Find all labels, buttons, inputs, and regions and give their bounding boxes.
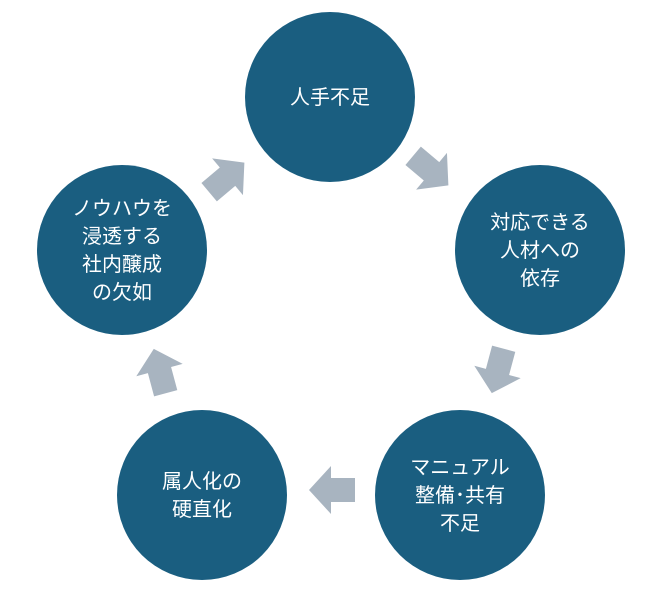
node-label-line: 浸透する — [82, 224, 162, 248]
arrow-right-up-icon — [201, 158, 245, 202]
node-label-line: 対応できる — [490, 210, 590, 234]
node-dependence-on-capable-staff: 対応できる 人材への 依存 — [455, 165, 625, 335]
arrow-down-icon — [474, 345, 521, 394]
node-staff-shortage: 人手不足 — [245, 12, 415, 182]
node-label-line: 社内醸成 — [82, 252, 162, 276]
node-label-line: 依存 — [520, 266, 560, 290]
node-label-line: マニュアル — [410, 455, 510, 479]
arrow-left-icon — [309, 466, 355, 514]
node-label-line: 人手不足 — [290, 85, 370, 109]
node-label-line: 不足 — [440, 511, 480, 535]
node-lack-of-knowhow-culture: ノウハウを 浸透する 社内醸成 の欠如 — [37, 165, 207, 335]
node-rigid-individualization: 属人化の 硬直化 — [117, 410, 287, 580]
node-label-line: の欠如 — [92, 280, 152, 304]
arrow-up-icon — [136, 348, 183, 397]
node-label-line: 硬直化 — [172, 497, 232, 521]
node-label-line: ノウハウを — [72, 196, 172, 220]
node-label-line: 属人化の — [162, 469, 242, 493]
arrow-right-down-icon — [405, 146, 449, 190]
node-manual-shortage: マニュアル 整備･共有 不足 — [375, 410, 545, 580]
node-label-line: 整備･共有 — [415, 483, 505, 507]
node-label-line: 人材への — [500, 238, 580, 262]
